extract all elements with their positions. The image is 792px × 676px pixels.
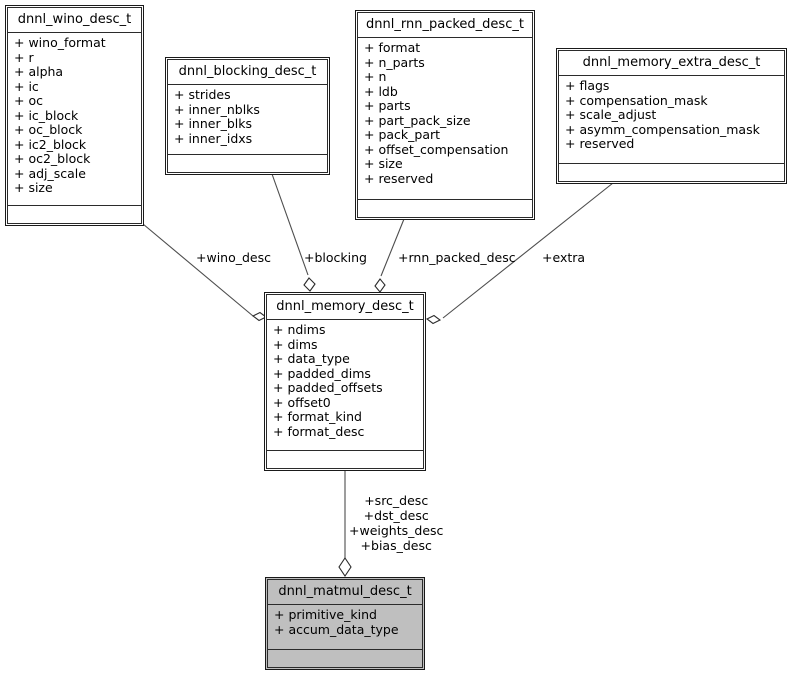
class-title: dnnl_memory_desc_t xyxy=(267,295,423,320)
class-box-dnnl-blocking-desc-t[interactable]: dnnl_blocking_desc_t + strides + inner_n… xyxy=(165,57,330,175)
class-title: dnnl_matmul_desc_t xyxy=(268,580,422,605)
edge-label-matmul-dst-desc: +dst_desc xyxy=(363,508,429,523)
class-title: dnnl_wino_desc_t xyxy=(8,8,141,33)
class-attribute: + ic_block xyxy=(14,107,79,123)
class-attribute: + oc_block xyxy=(14,122,83,137)
class-attribute: + alpha xyxy=(14,64,64,79)
class-attribute: + format_kind xyxy=(273,409,362,424)
class-attribute: + asymm_compensation_mask xyxy=(565,121,760,137)
class-attribute: + inner_idxs xyxy=(174,130,253,146)
class-attributes: + strides + inner_nblks + inner_blks + i… xyxy=(168,85,327,155)
class-attributes: + flags + compensation_mask + scale_adju… xyxy=(559,76,784,164)
class-attribute: + scale_adjust xyxy=(565,107,657,122)
class-attribute: + offset_compensation xyxy=(364,141,509,157)
class-attribute: + format_desc xyxy=(273,423,365,439)
class-attribute: + reserved xyxy=(565,136,635,151)
class-attribute: + size xyxy=(364,156,403,171)
class-attribute: + format xyxy=(364,40,421,55)
class-operations xyxy=(267,451,423,468)
edge-label-matmul-bias-desc: +bias_desc xyxy=(360,538,432,553)
class-attribute: + reserved xyxy=(364,170,434,186)
edge-label-matmul-weights-desc: +weights_desc xyxy=(349,523,444,538)
class-attribute: + ic2_block xyxy=(14,136,87,152)
class-attribute: + adj_scale xyxy=(14,165,86,181)
edge-wino-desc xyxy=(142,223,268,322)
class-attribute: + wino_format xyxy=(14,35,106,50)
class-attribute: + offset0 xyxy=(273,394,331,410)
class-box-dnnl-memory-extra-desc-t[interactable]: dnnl_memory_extra_desc_t + flags + compe… xyxy=(556,48,787,184)
edge-label-matmul-src-desc: +src_desc xyxy=(364,493,429,508)
class-attributes: + wino_format + r + alpha + ic + oc + ic… xyxy=(8,33,141,206)
class-title: dnnl_memory_extra_desc_t xyxy=(559,51,784,76)
class-attribute: + oc2_block xyxy=(14,151,91,166)
class-attribute: + padded_dims xyxy=(273,365,371,381)
class-operations xyxy=(168,155,327,172)
class-attributes: + format + n_parts + n + ldb + parts + p… xyxy=(358,38,532,200)
class-attribute: + strides xyxy=(174,87,231,102)
class-attribute: + part_pack_size xyxy=(364,112,471,128)
class-operations xyxy=(358,200,532,217)
class-attribute: + n_parts xyxy=(364,54,425,70)
class-attribute: + oc xyxy=(14,93,43,108)
class-attribute: + accum_data_type xyxy=(274,621,399,637)
class-attribute: + compensation_mask xyxy=(565,92,708,108)
edge-label-wino-desc: +wino_desc xyxy=(196,250,271,265)
class-attribute: + dims xyxy=(273,336,318,352)
class-title: dnnl_blocking_desc_t xyxy=(168,60,327,85)
class-operations xyxy=(268,650,422,667)
class-attribute: + ndims xyxy=(273,322,326,337)
class-box-dnnl-rnn-packed-desc-t[interactable]: dnnl_rnn_packed_desc_t + format + n_part… xyxy=(355,10,535,220)
class-attributes: + primitive_kind + accum_data_type xyxy=(268,605,422,650)
class-attribute: + parts xyxy=(364,98,411,113)
class-attribute: + pack_part xyxy=(364,127,441,142)
class-attribute: + ldb xyxy=(364,83,398,99)
class-box-dnnl-matmul-desc-t[interactable]: dnnl_matmul_desc_t + primitive_kind + ac… xyxy=(265,577,425,670)
class-box-dnnl-memory-desc-t[interactable]: dnnl_memory_desc_t + ndims + dims + data… xyxy=(264,292,426,471)
class-attribute: + padded_offsets xyxy=(273,380,383,395)
class-title: dnnl_rnn_packed_desc_t xyxy=(358,13,532,38)
edge-label-extra: +extra xyxy=(542,250,586,265)
edge-label-rnn-packed-desc: +rnn_packed_desc xyxy=(398,250,516,265)
class-attribute: + size xyxy=(14,180,53,195)
class-attribute: + primitive_kind xyxy=(274,607,377,622)
edge-blocking xyxy=(271,173,316,292)
class-attribute: + data_type xyxy=(273,351,350,366)
class-operations xyxy=(559,164,784,181)
class-attribute: + inner_blks xyxy=(174,116,253,131)
class-attribute: + inner_nblks xyxy=(174,101,260,117)
edge-label-blocking: +blocking xyxy=(304,250,367,265)
class-attribute: + n xyxy=(364,69,387,84)
class-attribute: + ic xyxy=(14,78,39,94)
class-attribute: + flags xyxy=(565,78,610,93)
class-attributes: + ndims + dims + data_type + padded_dims… xyxy=(267,320,423,451)
class-attribute: + r xyxy=(14,49,34,65)
class-box-dnnl-wino-desc-t[interactable]: dnnl_wino_desc_t + wino_format + r + alp… xyxy=(5,5,144,226)
class-operations xyxy=(8,206,141,223)
